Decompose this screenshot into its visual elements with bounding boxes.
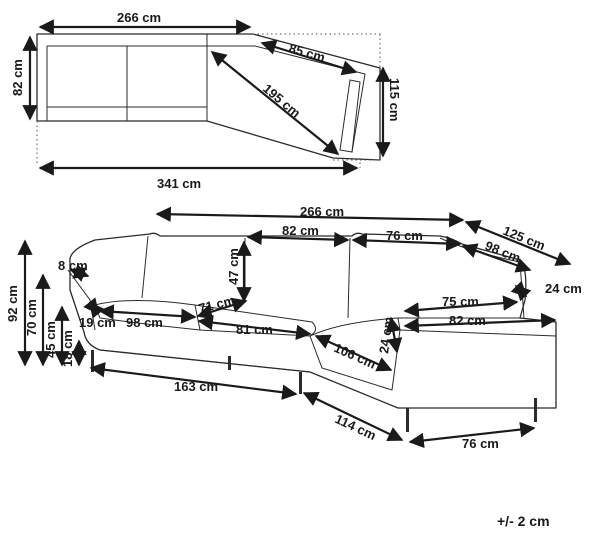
dimension-lines [17, 19, 572, 449]
top-view-outline [36, 33, 381, 161]
label-seat-width: 98 cm [126, 315, 163, 330]
dim-arrow-chaise-seat-length [403, 295, 519, 318]
label-seat-height: 45 cm [43, 321, 58, 358]
label-top-total-width: 341 cm [157, 176, 201, 191]
backrest-top [141, 235, 351, 319]
sofa-leg-chaise-back [534, 398, 537, 422]
label-back-seat-left: 82 cm [282, 223, 319, 238]
dim-arrow-back-seat-left [246, 229, 350, 248]
label-chaise-seat-length: 75 cm [442, 294, 479, 309]
dimension-labels: 266 cm 82 cm 85 cm 195 cm 115 cm 341 cm … [5, 10, 582, 529]
sofa-leg-front-left [91, 350, 94, 372]
label-back-seat-right: 76 cm [386, 228, 423, 243]
label-chaise-back-thickness: 24 cm [376, 316, 396, 355]
label-total-height: 92 cm [5, 285, 20, 322]
sofa-leg-middle [228, 356, 231, 370]
label-top-width: 266 cm [117, 10, 161, 25]
dim-arrow-base-right [408, 421, 536, 449]
dim-arrow-chaise-back-thickness [385, 316, 403, 354]
dim-arrow-seat-corner [196, 297, 248, 320]
label-chaise-side-length: 82 cm [449, 313, 486, 328]
label-arm-width: 8 cm [58, 258, 88, 273]
label-top-chaise-depth: 85 cm [287, 40, 327, 65]
dim-arrow-base-left [89, 362, 298, 400]
base-front [99, 349, 311, 373]
dim-arrow-chaise-back-length [464, 220, 572, 266]
label-top-diagonal: 195 cm [260, 81, 303, 121]
label-leg-height: 18 cm [60, 330, 75, 367]
sofa-leg-chaise-front [406, 408, 409, 432]
dim-arrow-back-seat-right [351, 232, 462, 252]
label-seat-middle: 81 cm [236, 322, 273, 337]
label-top-depth: 82 cm [10, 59, 25, 96]
label-chaise-front: 106 cm [332, 340, 378, 372]
dim-arrow-chaise-front [314, 334, 393, 372]
top-view-chaise-arm [339, 79, 361, 153]
label-base-left: 163 cm [174, 379, 218, 394]
label-seat-corner: 71 cm [197, 292, 236, 315]
dim-arrow-chaise-arm-depth [510, 280, 532, 302]
dim-arrow-arm-depth [83, 297, 105, 319]
dim-arrow-front-width [155, 206, 465, 228]
dim-arrow-top-diagonal [210, 51, 340, 155]
dim-arrow-chaise-back-inner [461, 243, 532, 273]
label-back-height: 47 cm [226, 248, 241, 285]
front-view [67, 232, 557, 432]
dim-arrow-seat-middle [197, 314, 312, 341]
label-arm-depth: 19 cm [79, 315, 116, 330]
top-view [36, 33, 381, 168]
label-base-diagonal: 114 cm [333, 411, 379, 443]
label-chaise-arm-depth: 24 cm [545, 281, 582, 296]
sofa-leg-corner [299, 372, 302, 394]
label-arm-height: 70 cm [24, 299, 39, 336]
label-base-right: 76 cm [462, 436, 499, 451]
label-top-chaise-height: 115 cm [387, 78, 402, 121]
label-front-width: 266 cm [300, 204, 344, 219]
dim-arrow-chaise-side-length [403, 312, 557, 334]
tolerance-note: +/- 2 cm [497, 513, 550, 529]
dim-arrow-seat-width [98, 304, 197, 324]
top-view-back [47, 45, 366, 153]
dim-arrow-base-diagonal [302, 392, 404, 441]
dim-arrow-arm-width [69, 264, 90, 282]
